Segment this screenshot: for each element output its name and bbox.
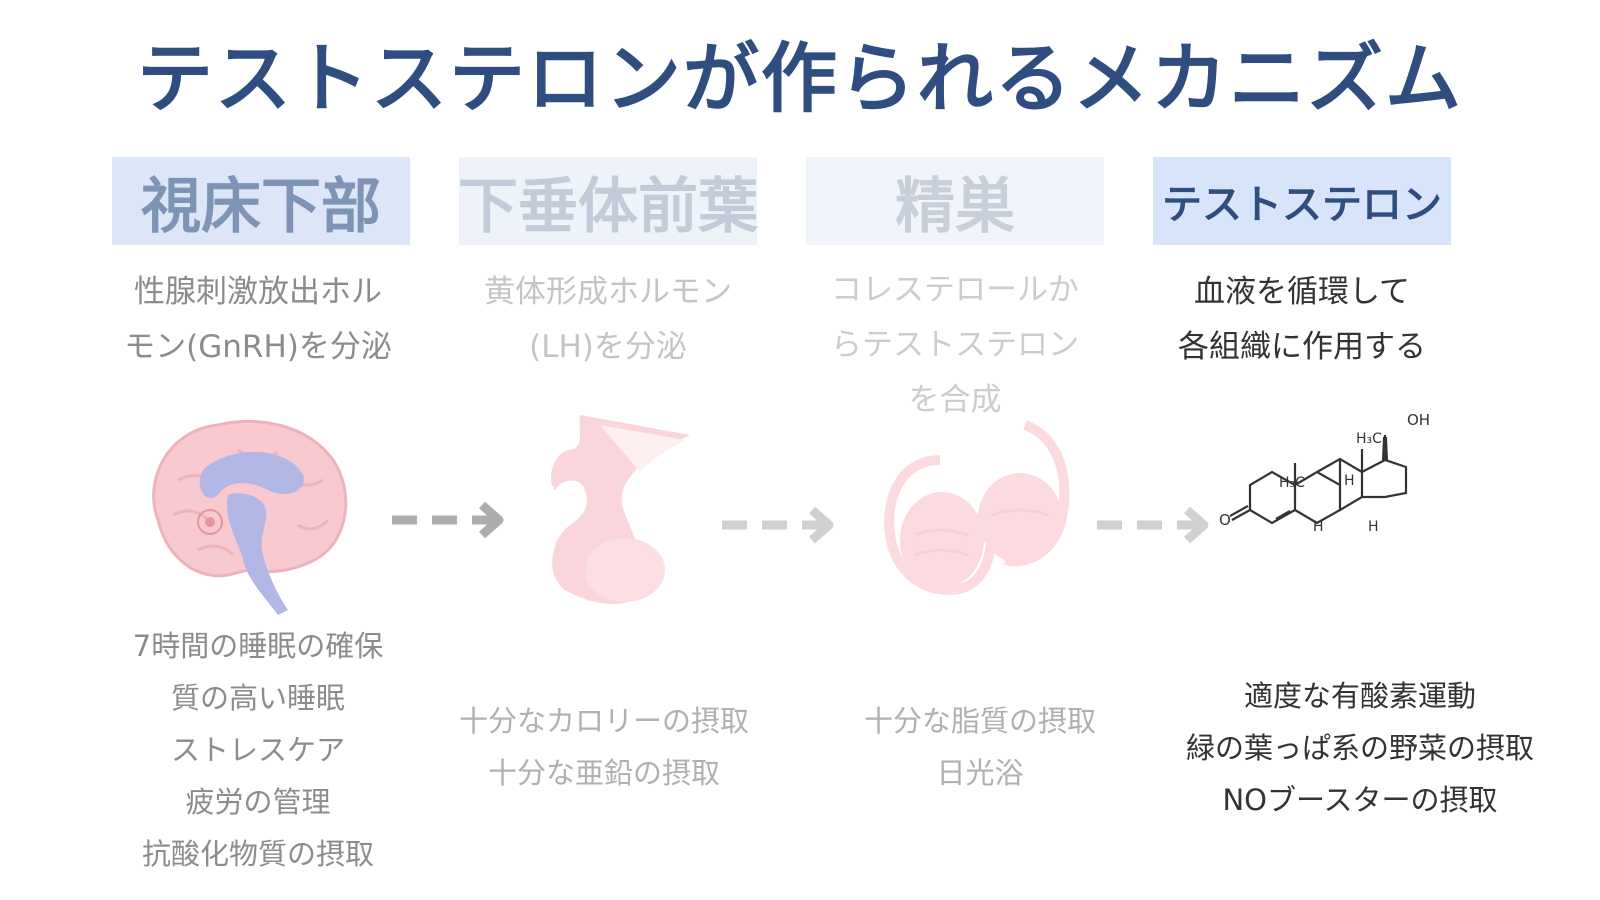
page-title: テストステロンが作られるメカニズム — [137, 34, 1463, 123]
molecule-icon: OH H₃C H₃C H H H O — [1219, 411, 1430, 535]
stage-name: 下垂体前葉 — [458, 171, 758, 242]
molecule-label-o: O — [1219, 511, 1231, 529]
tip-item: 十分な亜鉛の摂取 — [487, 756, 720, 790]
tip-item: 十分な脂質の摂取 — [863, 704, 1096, 738]
description-line: 血液を循環して — [1193, 274, 1411, 310]
description-line: らテストステロン — [831, 327, 1079, 363]
stage-description-testes: コレステロールか らテストステロン を合成 — [785, 263, 1125, 428]
tips-pituitary: 十分なカロリーの摂取 十分な亜鉛の摂取 — [414, 695, 794, 799]
tip-item: 日光浴 — [936, 756, 1024, 790]
description-line: を合成 — [908, 382, 1002, 418]
description-line: コレステロールか — [831, 272, 1079, 308]
tips-hypothalamus: 7時間の睡眠の確保 質の高い睡眠 ストレスケア 疲労の管理 抗酸化物質の摂取 — [68, 620, 448, 880]
stage-description-testosterone: 血液を循環して 各組織に作用する — [1132, 265, 1472, 375]
description-line: 黄体形成ホルモン — [484, 274, 732, 310]
stage-name: テストステロン — [1162, 182, 1442, 228]
stage-header-hypothalamus: 視床下部 — [112, 157, 410, 245]
arrow-right-icon — [722, 506, 834, 544]
tip-item: 疲労の管理 — [185, 785, 331, 819]
tip-item: NOブースターの摂取 — [1222, 783, 1498, 817]
description-line: 性腺刺激放出ホル — [134, 274, 382, 310]
molecule-label-h: H — [1344, 473, 1355, 489]
tip-item: ストレスケア — [170, 733, 345, 767]
stage-name: 視床下部 — [141, 171, 381, 242]
stage-header-testes: 精巣 — [806, 157, 1104, 245]
stage-description-pituitary: 黄体形成ホルモン (LH)を分泌 — [438, 265, 778, 375]
molecule-label-h: H — [1368, 519, 1379, 535]
description-line: モン(GnRH)を分泌 — [124, 329, 392, 365]
arrow-right-icon — [392, 501, 504, 539]
tip-item: 十分なカロリーの摂取 — [458, 704, 749, 738]
arrow-right-icon — [1097, 506, 1209, 544]
tip-item: 抗酸化物質の摂取 — [141, 837, 374, 871]
stage-header-pituitary: 下垂体前葉 — [458, 157, 758, 245]
tip-item: 質の高い睡眠 — [170, 681, 345, 715]
molecule-label-oh: OH — [1407, 411, 1430, 429]
tips-testes: 十分な脂質の摂取 日光浴 — [790, 695, 1170, 799]
testes-icon — [884, 420, 1070, 596]
description-line: (LH)を分泌 — [529, 329, 687, 365]
brain-icon — [152, 419, 348, 615]
stage-description-hypothalamus: 性腺刺激放出ホル モン(GnRH)を分泌 — [88, 265, 428, 375]
molecule-label-h: H — [1313, 519, 1324, 535]
molecule-label-methyl-top: H₃C — [1356, 431, 1382, 447]
stage-name: 精巣 — [895, 171, 1015, 242]
tip-item: 7時間の睡眠の確保 — [132, 629, 384, 663]
molecule-label-methyl-left: H₃C — [1279, 475, 1305, 491]
tips-testosterone: 適度な有酸素運動 緑の葉っぱ系の野菜の摂取 NOブースターの摂取 — [1160, 670, 1560, 826]
description-line: 各組織に作用する — [1178, 329, 1426, 365]
tip-item: 緑の葉っぱ系の野菜の摂取 — [1185, 731, 1534, 765]
stage-header-testosterone: テストステロン — [1153, 157, 1451, 245]
pituitary-icon — [550, 415, 690, 605]
tip-item: 適度な有酸素運動 — [1243, 679, 1476, 713]
